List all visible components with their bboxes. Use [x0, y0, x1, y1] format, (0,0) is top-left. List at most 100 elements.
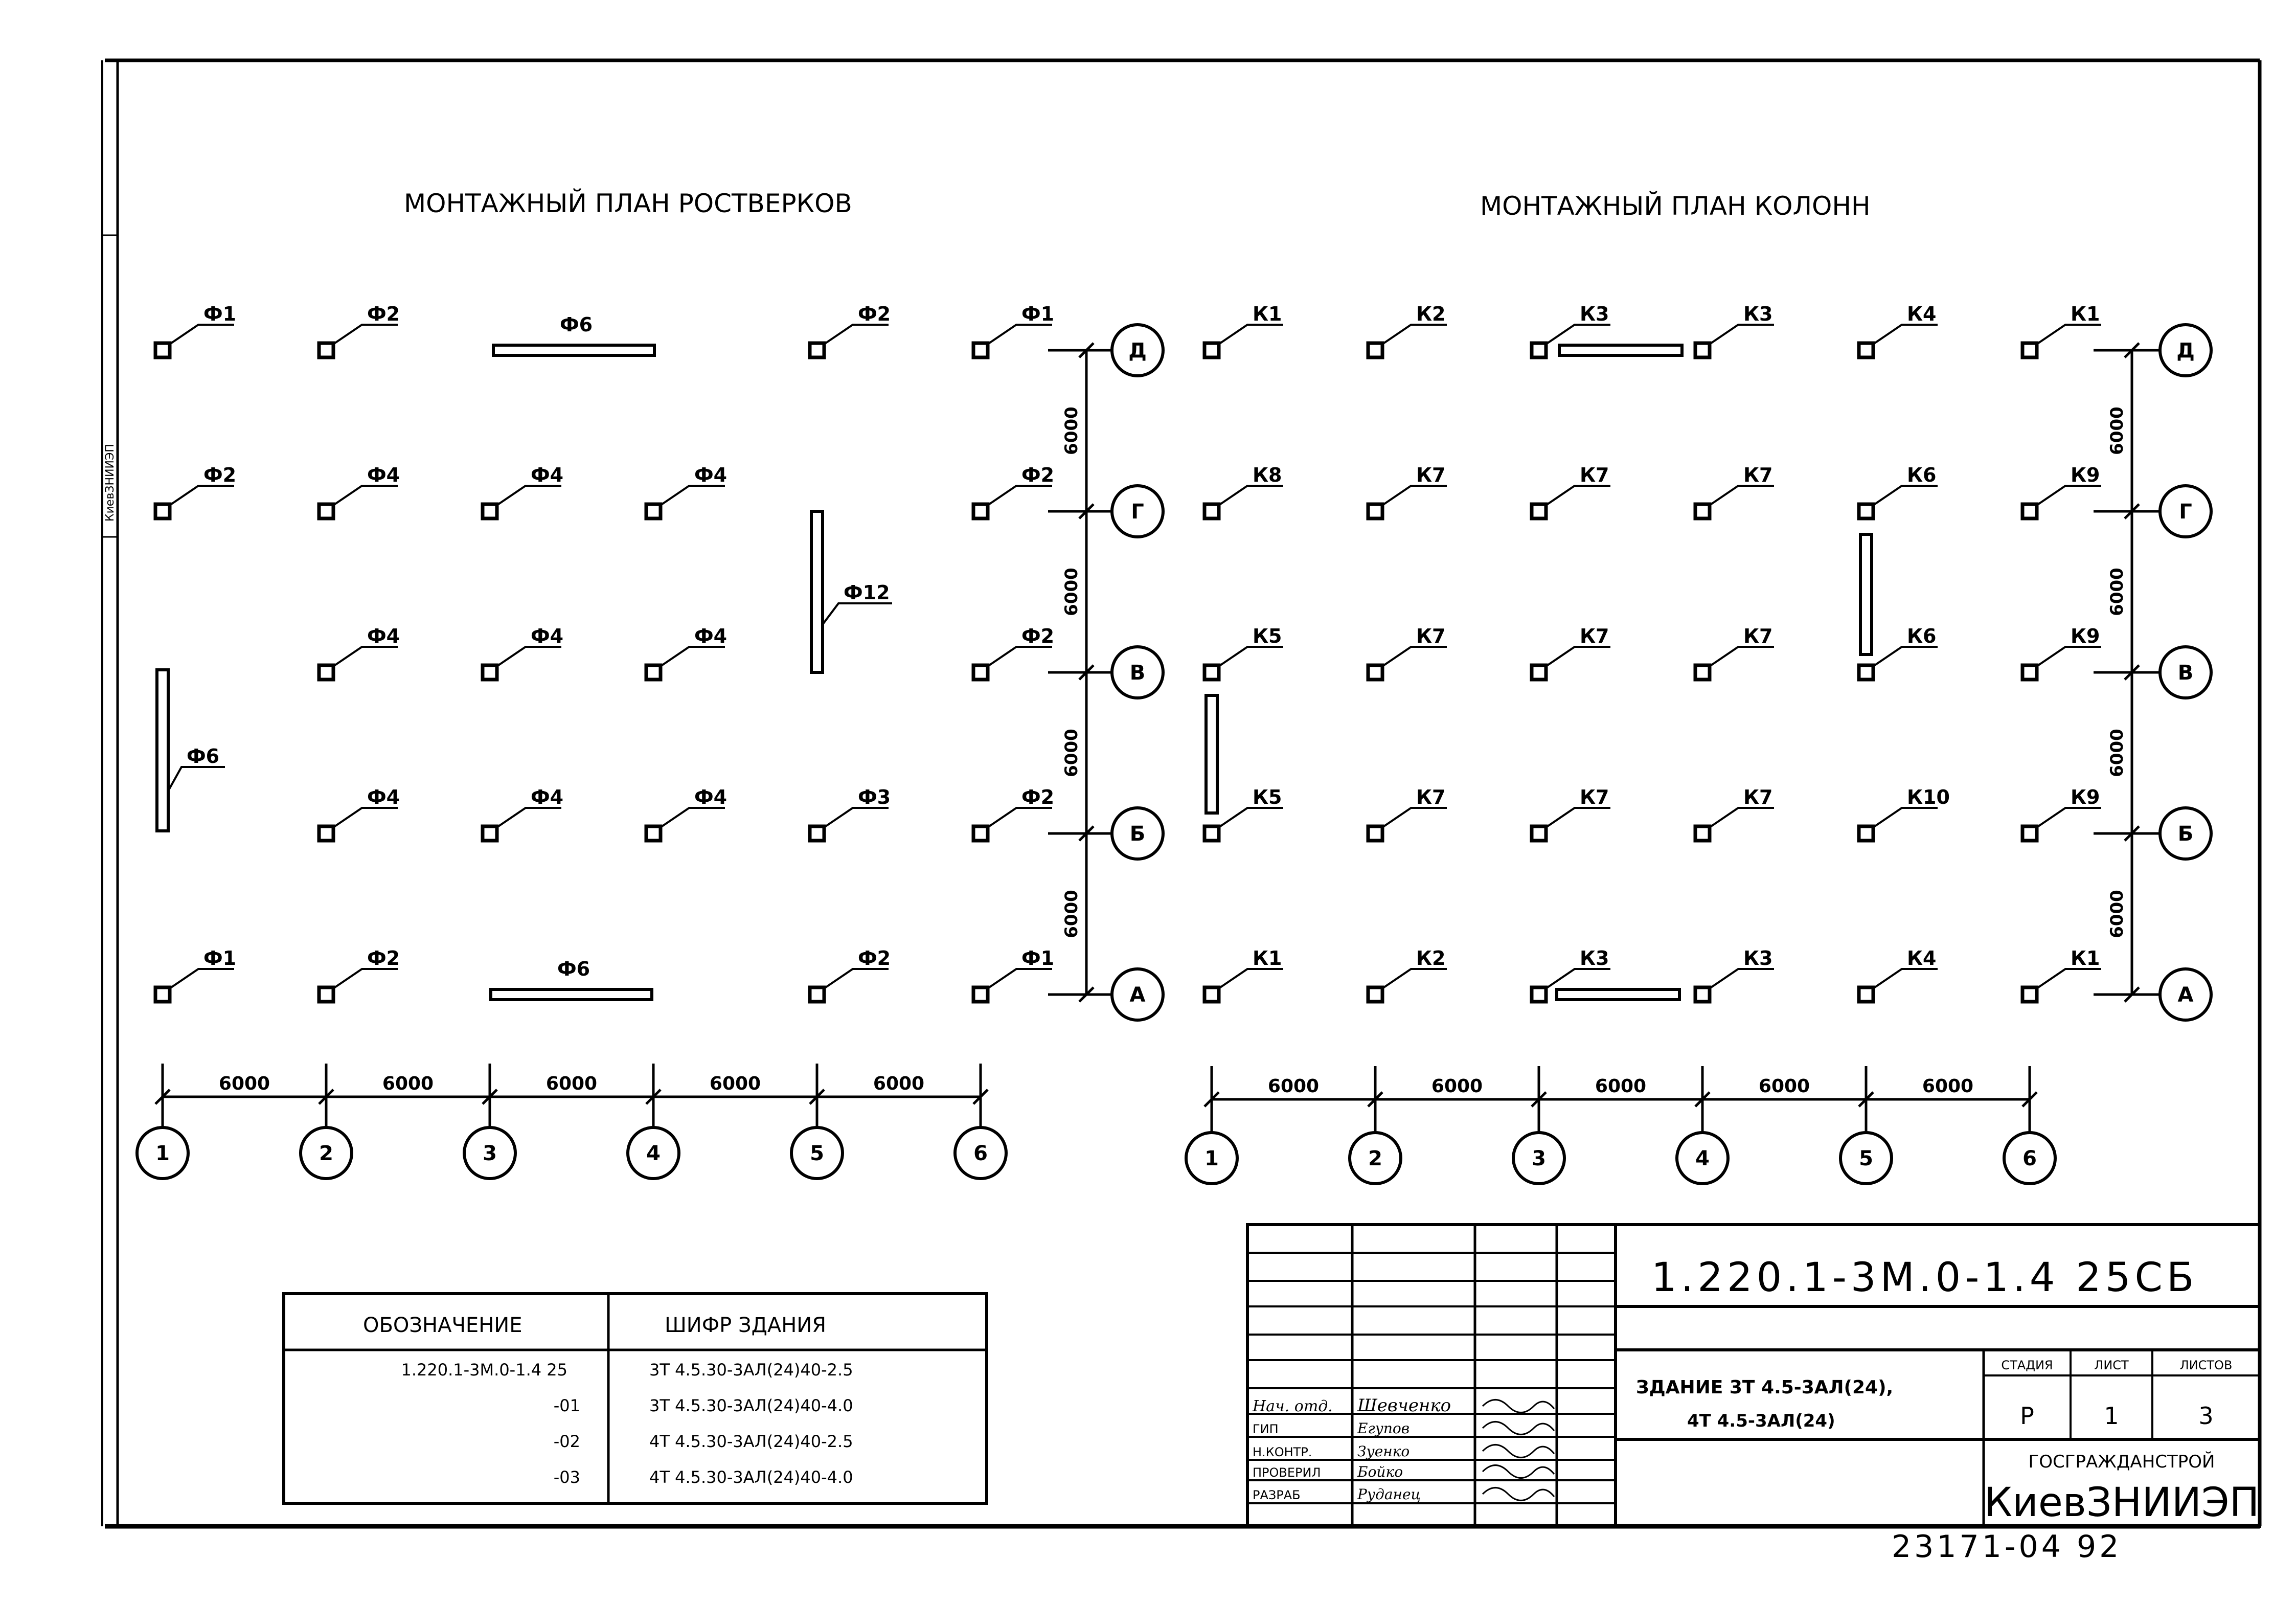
element-label: Ф1	[1021, 303, 1054, 325]
table-header-designation: ОБОЗНАЧЕНИЕ	[363, 1314, 522, 1337]
element-label: К9	[2071, 464, 2100, 486]
element-label: К7	[1580, 625, 1609, 647]
handwritten-signature	[1482, 1421, 1555, 1435]
element-mark	[1202, 502, 1221, 521]
element-label: Ф2	[367, 303, 400, 325]
dimension-value: 6000	[2107, 729, 2127, 777]
stage-label: СТАДИЯ	[2001, 1358, 2053, 1372]
element-mark	[1202, 985, 1221, 1004]
axis-label: А	[2178, 983, 2194, 1007]
document-code: 1.220.1-3М.0-1.4 25СБ	[1651, 1255, 2198, 1301]
leader-line	[332, 485, 398, 506]
axis-bubble	[2158, 967, 2213, 1022]
axis-label: 2	[319, 1142, 333, 1165]
element-label: К2	[1416, 303, 1446, 325]
element-label: К1	[2071, 303, 2100, 325]
axis-label: 3	[1532, 1147, 1546, 1170]
dimension-value: 6000	[1759, 1076, 1810, 1097]
table-row-cipher: 4Т 4.5.30-3АЛ(24)40-2.5	[649, 1432, 853, 1451]
element-mark	[481, 824, 499, 843]
table-row-code: 1.220.1-3М.0-1.4 25	[401, 1360, 567, 1380]
element-label: Ф1	[1021, 947, 1054, 969]
leader-line	[2036, 485, 2101, 506]
handwritten-signature	[1482, 1487, 1555, 1501]
signature-name: Руданец	[1357, 1486, 1421, 1503]
axis-bubble	[1110, 323, 1165, 377]
leader-line	[1872, 807, 1938, 828]
element-mark	[317, 341, 335, 359]
element-mark	[2020, 824, 2039, 843]
element-mark	[971, 341, 990, 359]
axis-label: А	[1130, 983, 1146, 1007]
leader-line	[1709, 968, 1774, 989]
leader-line	[2036, 324, 2101, 345]
leader-line	[332, 807, 398, 828]
leader-line	[2036, 968, 2101, 989]
dimension-value: 6000	[710, 1073, 761, 1094]
dimension-slash	[482, 1089, 498, 1105]
leader-line	[1872, 324, 1938, 345]
element-mark	[1693, 502, 1712, 521]
leader-line	[168, 766, 225, 791]
sheets-value: 3	[2198, 1402, 2213, 1430]
leader-line	[1381, 807, 1447, 828]
element-mark	[1693, 985, 1712, 1004]
element-label: К9	[2071, 786, 2100, 808]
leader-line	[2036, 807, 2101, 828]
axis-bubble	[135, 1126, 190, 1180]
dimension-value: 6000	[1061, 407, 1082, 455]
element-label: К7	[1580, 786, 1609, 808]
element-mark	[153, 341, 172, 359]
element-label: К6	[1907, 464, 1937, 486]
sheet-label: ЛИСТ	[2094, 1358, 2129, 1372]
axis-bubble	[2158, 806, 2213, 861]
dimension-slash	[1858, 1091, 1874, 1108]
axis-bubble	[2158, 323, 2213, 377]
element-label: К7	[1416, 786, 1446, 808]
sheets-label: ЛИСТОВ	[2180, 1358, 2233, 1372]
element-label: Ф4	[367, 786, 400, 808]
axis-bubble	[2158, 645, 2213, 699]
sheet-value: 1	[2104, 1402, 2119, 1430]
axis-bubble	[2158, 484, 2213, 538]
axis-bubble	[463, 1126, 517, 1180]
leader-line	[496, 646, 561, 667]
leader-line	[1381, 324, 1447, 345]
axis-label: В	[2178, 661, 2194, 685]
dimension-slash	[2021, 1091, 2038, 1108]
element-label: К7	[1743, 786, 1773, 808]
element-label: К1	[1253, 947, 1282, 969]
element-label: Ф4	[531, 625, 563, 647]
handwritten-signature	[1482, 1464, 1555, 1479]
leader-line	[1381, 485, 1447, 506]
element-label: Ф4	[531, 786, 563, 808]
signature-name: Бойко	[1357, 1463, 1403, 1480]
element-label: Ф4	[367, 464, 400, 486]
element-label: К4	[1907, 947, 1937, 969]
element-mark	[1857, 502, 1875, 521]
element-mark	[1530, 502, 1548, 521]
leader-line	[496, 807, 561, 828]
axis-label: 1	[1204, 1147, 1219, 1170]
beam-mark	[155, 668, 170, 832]
dimension-slash	[1078, 986, 1095, 1003]
element-label: К9	[2071, 625, 2100, 647]
building-line-1: ЗДАНИЕ 3Т 4.5-3АЛ(24),	[1636, 1377, 1893, 1398]
element-label: К7	[1580, 464, 1609, 486]
element-label: Ф4	[531, 464, 563, 486]
leader-line	[1218, 646, 1283, 667]
leader-line	[1709, 324, 1774, 345]
dimension-value: 6000	[1431, 1076, 1483, 1097]
axis-label: 4	[1695, 1147, 1710, 1170]
org-line-2: КиевЗНИИЭП	[1984, 1480, 2260, 1526]
axis-label: 5	[810, 1142, 824, 1165]
element-mark	[2020, 985, 2039, 1004]
leader-line	[987, 968, 1052, 989]
dimension-value: 6000	[2107, 407, 2127, 455]
dimension-value: 6000	[382, 1073, 434, 1094]
axis-label: 5	[1859, 1147, 1873, 1170]
signature-role: ПРОВЕРИЛ	[1253, 1465, 1321, 1480]
element-mark	[1530, 985, 1548, 1004]
element-mark	[971, 502, 990, 521]
